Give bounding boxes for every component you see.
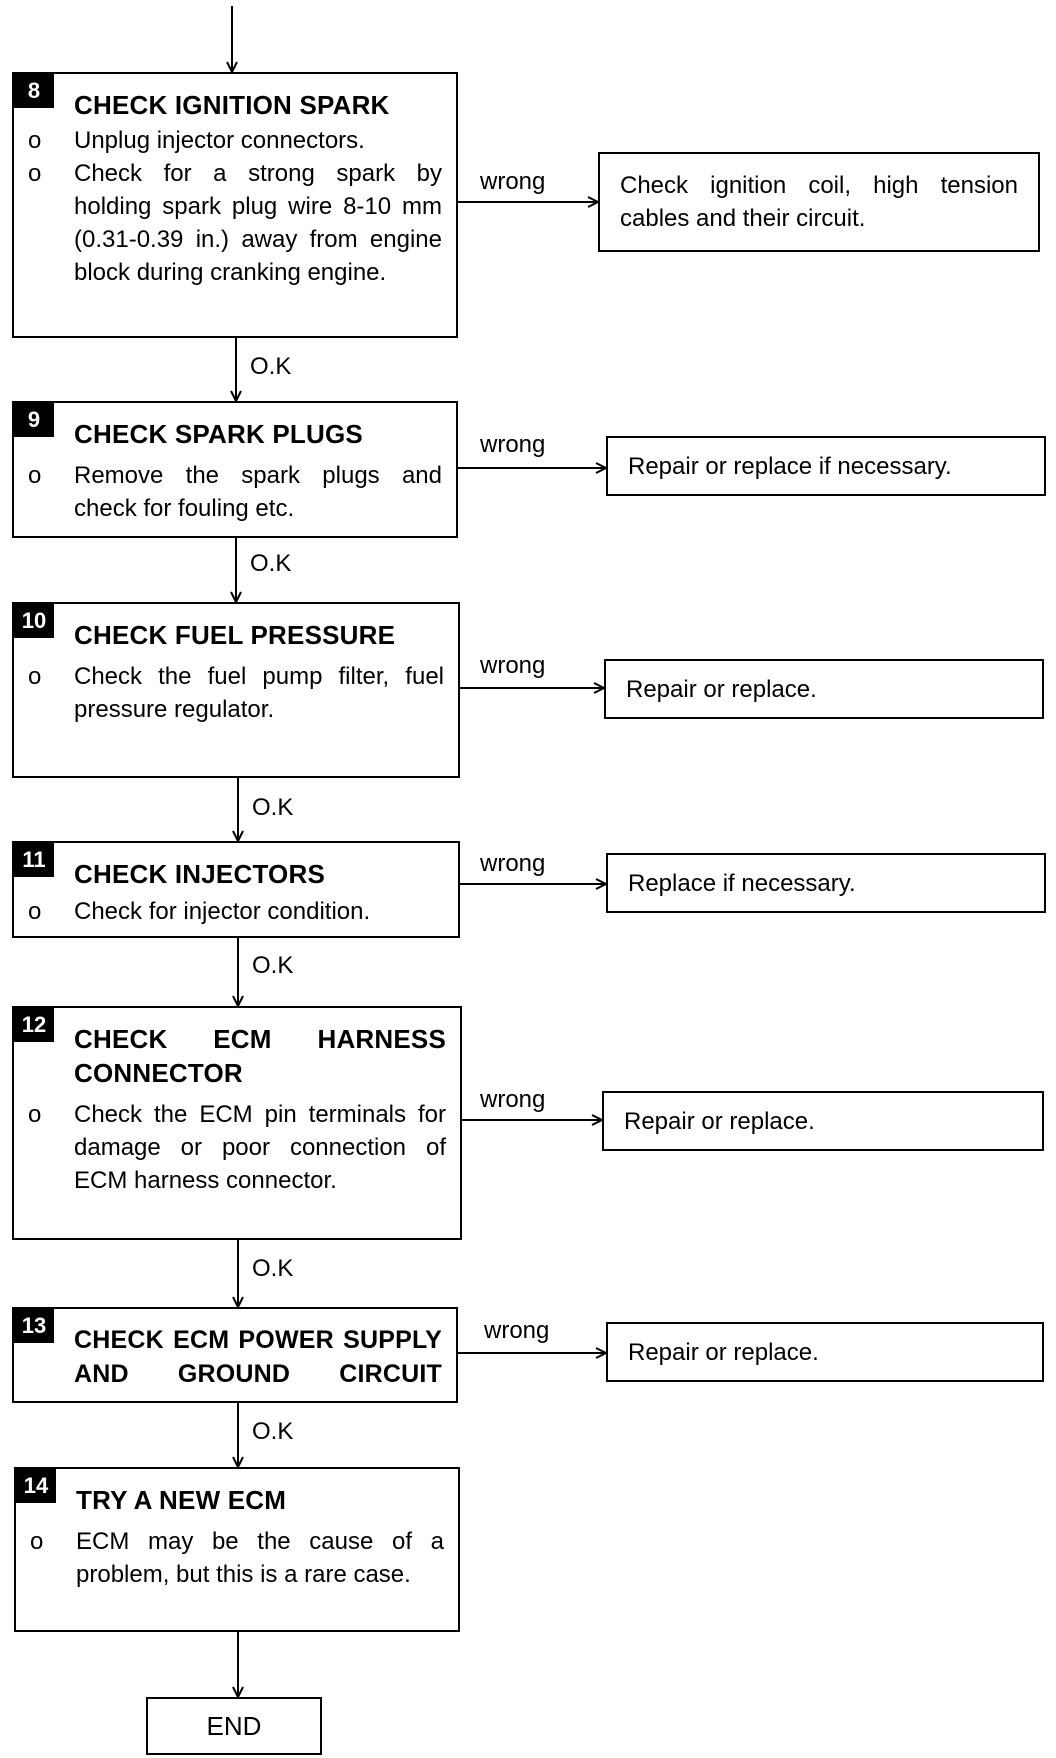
wrong-label: wrong	[480, 850, 546, 877]
step-10-box: 10 CHECK FUEL PRESSURE o Check the fuel p…	[12, 602, 460, 778]
result-text: Repair or replace.	[624, 1107, 815, 1135]
result-box-step-9: Repair or replace if necessary.	[606, 436, 1046, 496]
ok-label: O.K	[250, 353, 292, 380]
bullet-text: Check the fuel pump filter, fuel pressur…	[74, 663, 444, 723]
step-8-bullet-1: o Unplug injector connectors.	[28, 124, 442, 157]
step-number: 8	[14, 74, 54, 108]
end-box: END	[146, 1697, 322, 1755]
result-text: Repair or replace if necessary.	[628, 452, 952, 480]
bullet-text: Check the ECM pin terminals for damage o…	[74, 1101, 446, 1194]
ok-label: O.K	[252, 1255, 294, 1282]
result-box-step-10: Repair or replace.	[604, 659, 1044, 719]
wrong-label: wrong	[484, 1317, 550, 1344]
step-title: CHECK IGNITION SPARK	[74, 90, 390, 120]
wrong-label: wrong	[480, 168, 546, 195]
ok-label: O.K	[252, 952, 294, 979]
step-12-bullet-1: o Check the ECM pin terminals for damage …	[28, 1098, 446, 1197]
step-title: CHECK ECM POWER SUPPLY AND GROUND CIRCUI…	[74, 1326, 442, 1388]
step-number: 9	[14, 403, 54, 437]
bullet-icon: o	[28, 1101, 42, 1128]
bullet-icon: o	[28, 462, 42, 489]
step-14-box: 14 TRY A NEW ECM o ECM may be the cause o…	[14, 1467, 460, 1632]
wrong-label: wrong	[480, 652, 546, 679]
step-8-bullet-2: o Check for a strong spark by holding spa…	[28, 157, 442, 289]
result-box-step-12: Repair or replace.	[602, 1091, 1044, 1151]
step-14-bullet-1: o ECM may be the cause of a problem, but …	[30, 1525, 444, 1591]
step-title: CHECK FUEL PRESSURE	[74, 620, 396, 650]
ok-label: O.K	[250, 550, 292, 577]
step-number: 10	[14, 604, 54, 638]
ok-label: O.K	[252, 794, 294, 821]
bullet-icon: o	[28, 663, 42, 690]
result-text: Replace if necessary.	[628, 869, 856, 897]
result-text: Repair or replace.	[626, 675, 817, 703]
result-box-step-13: Repair or replace.	[606, 1322, 1044, 1382]
step-11-box: 11 CHECK INJECTORS o Check for injector c…	[12, 841, 460, 938]
bullet-text: Check for a strong spark by holding spar…	[74, 160, 442, 286]
step-number: 13	[14, 1309, 54, 1343]
bullet-icon: o	[30, 1528, 44, 1555]
bullet-text: Check for injector condition.	[74, 898, 371, 925]
result-text: Repair or replace.	[628, 1338, 819, 1366]
step-10-bullet-1: o Check the fuel pump filter, fuel pressu…	[28, 660, 444, 726]
step-number: 12	[14, 1008, 54, 1042]
step-9-bullet-1: o Remove the spark plugs and check for fo…	[28, 459, 442, 525]
step-title: TRY A NEW ECM	[76, 1485, 287, 1515]
end-label: END	[206, 1710, 262, 1741]
result-box-step-8: Check ignition coil, high tension cables…	[598, 152, 1040, 252]
ok-label: O.K	[252, 1418, 294, 1445]
bullet-text: Unplug injector connectors.	[74, 127, 365, 154]
step-11-bullet-1: o Check for injector condition.	[28, 895, 444, 928]
bullet-text: Remove the spark plugs and check for fou…	[74, 462, 442, 522]
step-title: CHECK SPARK PLUGS	[74, 419, 363, 449]
step-12-box: 12 CHECK ECM HARNESS CONNECTOR o Check th…	[12, 1006, 462, 1240]
step-9-box: 9 CHECK SPARK PLUGS o Remove the spark pl…	[12, 401, 458, 538]
wrong-label: wrong	[480, 431, 546, 458]
step-8-box: 8 CHECK IGNITION SPARK o Unplug injector …	[12, 72, 458, 338]
result-box-step-11: Replace if necessary.	[606, 853, 1046, 913]
bullet-icon: o	[28, 127, 42, 154]
step-number: 11	[14, 843, 54, 877]
bullet-icon: o	[28, 898, 42, 925]
step-title: CHECK INJECTORS	[74, 859, 326, 889]
step-title: CHECK ECM HARNESS CONNECTOR	[74, 1024, 446, 1088]
step-number: 14	[16, 1469, 56, 1503]
step-13-box: 13 CHECK ECM POWER SUPPLY AND GROUND CIR…	[12, 1307, 458, 1403]
bullet-text: ECM may be the cause of a problem, but t…	[76, 1528, 444, 1588]
wrong-label: wrong	[480, 1086, 546, 1113]
bullet-icon: o	[28, 160, 42, 187]
result-text: Check ignition coil, high tension cables…	[620, 172, 1018, 232]
